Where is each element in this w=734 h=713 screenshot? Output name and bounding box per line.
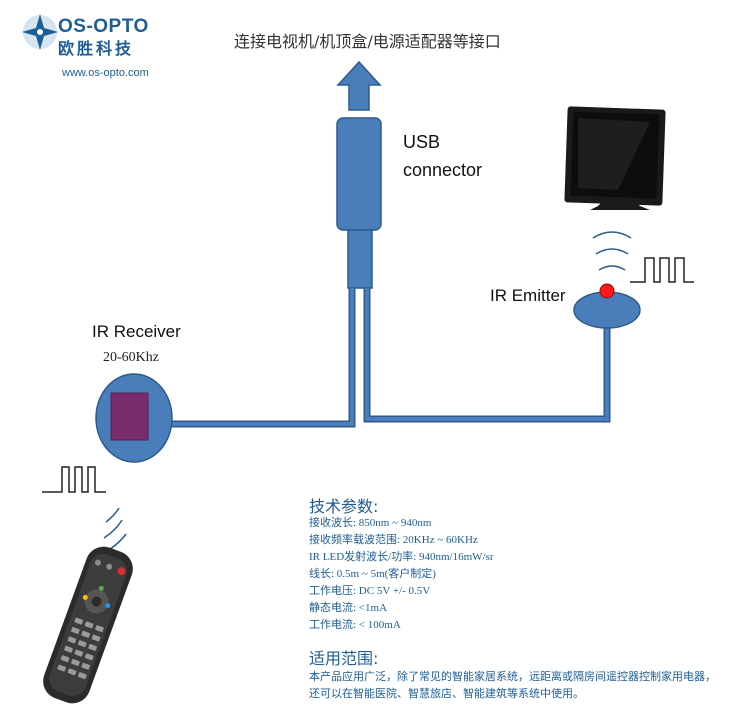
application-text-line: 本产品应用广泛，除了常见的智能家居系统，远距离或隔房间遥控器控制家用电器，: [309, 671, 716, 683]
usb-label-line1: USB: [403, 132, 441, 152]
ir-sensor-window: [110, 392, 149, 441]
pulse-signal-icon: [630, 257, 694, 283]
specs-list: 接收波长: 850nm ~ 940nm 接收频率载波范围: 20KHz ~ 60…: [309, 515, 494, 634]
spec-item: 工作电压: DC 5V +/- 0.5V: [309, 585, 431, 597]
ir-emitter-label: IR Emitter: [490, 286, 566, 305]
application-title: 适用范围:: [309, 649, 379, 668]
usb-label-line2: connector: [403, 160, 483, 180]
led-icon: [599, 283, 615, 299]
ir-receiver-label: IR Receiver: [92, 322, 181, 341]
page-title: 连接电视机/机顶盒/电源适配器等接口: [234, 32, 501, 51]
logo-url[interactable]: www.os-opto.com: [62, 67, 149, 79]
spec-item: 静态电流: <1mA: [309, 602, 388, 614]
signal-waves-icon: [592, 231, 632, 271]
up-arrow-icon: [336, 60, 382, 111]
application-text-line: 还可以在智能医院、智慧旅店、智能建筑等系统中使用。: [309, 688, 584, 700]
cables: [168, 288, 611, 428]
logo-brand-en: OS-OPTO: [58, 16, 149, 37]
remote-control-icon: [43, 546, 133, 704]
ir-receiver-device: [95, 373, 173, 463]
ir-receiver-frequency: 20-60Khz: [103, 350, 159, 365]
usb-connector-body: [336, 117, 382, 231]
spec-item: 线长: 0.5m ~ 5m(客户制定): [309, 568, 436, 580]
spec-item: 接收波长: 850nm ~ 940nm: [309, 517, 432, 529]
spec-item: 接收频率载波范围: 20KHz ~ 60KHz: [309, 534, 478, 546]
logo-brand-cn: 欧胜科技: [58, 39, 135, 58]
ir-emitter-device: [573, 283, 641, 329]
spec-item: 工作电流: < 100mA: [309, 619, 401, 631]
star-logo-icon: [22, 14, 58, 50]
specs-title: 技术参数:: [309, 497, 379, 516]
spec-item: IR LED发射波长/功率: 940nm/16mW/sr: [309, 551, 494, 563]
usb-connector-neck: [347, 229, 373, 289]
tv-icon: [564, 106, 666, 210]
pulse-signal-icon: [42, 466, 106, 493]
usb-connector-label: USB connector: [403, 128, 482, 184]
